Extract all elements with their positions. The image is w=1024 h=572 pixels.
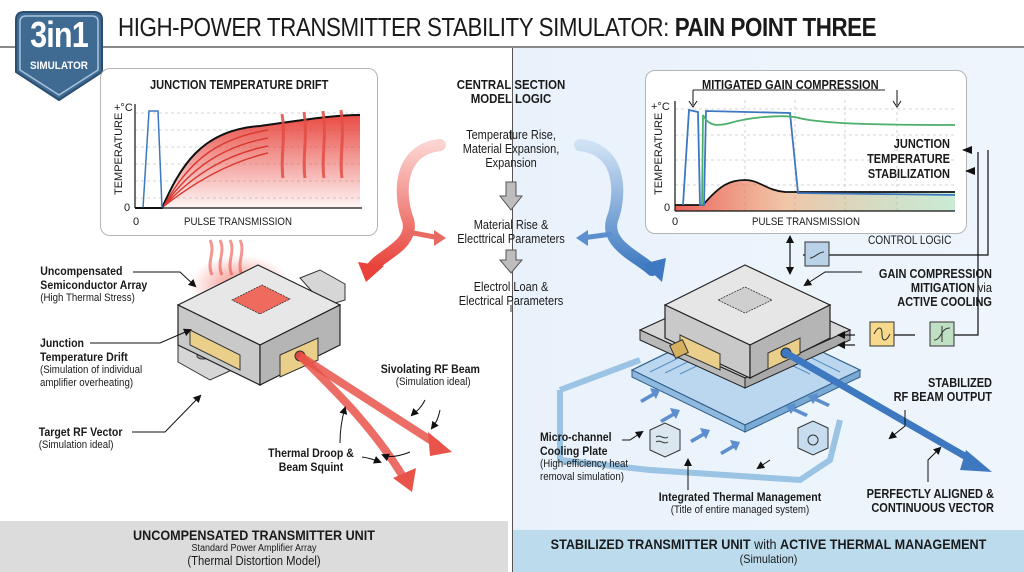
stab-1: STABILIZED [928,376,992,390]
drift-title-2: Temperature Drift [39,350,128,364]
center-step-1: Temperature Rise, Material Expansion, Ex… [431,128,591,170]
left-chart [134,104,362,209]
right-y-zero: 0 [664,202,671,214]
left-x-label: PULSE TRANSMISSION [184,216,292,228]
left-x-zero: 0 [133,216,140,228]
left-footer-sub: Standard Power Amplifier Array [191,543,317,554]
center-step-3: Electrol Loan & Electrical Parameters [431,280,591,308]
aligned-2: CONTINUOUS VECTOR [871,501,994,515]
step1-line-2: Material Expansion, [462,142,560,156]
step2-line-2: Electtrical Parameters [457,232,565,246]
left-y-label: TEMPERATURE [113,112,125,195]
right-footer: STABILIZED TRANSMITTER UNIT with ACTIVE … [513,530,1024,572]
gain-2a: MITIGATION [910,281,975,295]
beam-title: Sivolating RF Beam [380,362,480,376]
rising-heat-arrows [280,109,344,179]
left-chart-title: JUNCTION TEMPERATURE DRIFT [150,77,329,92]
left-footer-title: UNCOMPENSATED TRANSMITTER UNIT [133,527,375,543]
stab-2: RF BEAM OUTPUT [893,390,992,404]
gain-3: ACTIVE COOLING [897,295,992,309]
label-gain-compression: GAIN COMPRESSION MITIGATION via ACTIVE C… [850,267,992,309]
droop-1: Thermal Droop & [268,446,354,460]
label-thermal-droop: Thermal Droop & Beam Squint [256,446,366,474]
droop-2: Beam Squint [278,460,344,474]
label-cooling-plate: Micro-channel Cooling Plate (High-effici… [534,430,634,484]
itm-sub: (Title of entire managed system) [670,504,810,516]
center-title-1: CENTRAL SECTION [456,77,566,92]
step2-line-1: Material Rise & [473,218,549,232]
label-stabilized-beam: STABILIZED RF BEAM OUTPUT [862,376,992,404]
drift-title-1: Junction [39,336,84,350]
array-title-1: Uncompensated [40,264,123,278]
label-junction-drift: Junction Temperature Drift (Simulation o… [33,336,149,390]
label-sivolating-beam: Sivolating RF Beam (Simulation ideal) [374,362,487,389]
stabilization-annotation: JUNCTION TEMPERATURE STABILIZATION [830,137,950,182]
beam-sub: (Simulation ideal) [395,376,471,388]
drift-sub-1: (Simulation of individual [39,364,143,376]
right-chart-title: MITIGATED GAIN COMPRESSION [702,77,879,92]
right-x-label: PULSE TRANSMISSION [752,216,860,228]
left-temperature-curve [135,114,361,209]
drift-sub-2: amplifier overheating) [39,377,134,389]
center-logic: CENTRAL SECTION MODEL LOGIC [431,78,591,106]
cool-sub-2: removal simulation) [540,471,624,483]
step1-line-3: Expansion [485,156,537,170]
cool-title-2: Cooling Plate [540,444,608,458]
right-footer-sub: (Simulation) [739,552,798,566]
right-gain-line [701,114,956,206]
right-footer-title-c: ACTIVE THERMAL MANAGEMENT [780,536,987,552]
right-x-zero: 0 [672,216,679,228]
stab-line-3: STABILIZATION [867,167,950,181]
gain-2: MITIGATION via [867,281,992,295]
label-integrated-thermal: Integrated Thermal Management (Title of … [640,490,840,517]
logo-big-text: 3in1 [30,14,89,55]
aligned-1: PERFECTLY ALIGNED & [866,487,994,501]
step1-line-1: Temperature Rise, [466,128,556,142]
step3-line-2: Electrical Parameters [458,294,564,308]
right-footer-title-b: with [750,536,781,552]
right-temperature-curve [675,179,955,206]
shield-icon [15,11,103,102]
logo-badge: 3in1 SIMULATOR [14,10,104,102]
stab-line-2: TEMPERATURE [867,152,950,166]
left-heat-area [162,115,360,208]
label-perfectly-aligned: PERFECTLY ALIGNED & CONTINUOUS VECTOR [842,487,994,515]
center-title-2: MODEL LOGIC [470,91,552,106]
gain-1: GAIN COMPRESSION [878,267,992,281]
stab-line-1: JUNCTION [893,137,950,151]
cool-title-1: Micro-channel [540,430,612,444]
left-footer: UNCOMPENSATED TRANSMITTER UNIT Standard … [0,521,508,572]
logo-small-text: SIMULATOR [30,60,88,72]
right-y-label: TEMPERATURE [653,112,665,195]
title-regular: HIGH-POWER TRANSMITTER STABILITY SIMULAT… [118,12,675,42]
page-title: HIGH-POWER TRANSMITTER STABILITY SIMULAT… [118,12,877,43]
label-target-rf-vector: Target RF Vector (Simulation ideal) [33,425,128,452]
right-chart [674,89,956,212]
left-pulse-line [142,110,163,209]
title-bold: PAIN POINT THREE [674,12,877,42]
left-y-zero: 0 [124,202,131,214]
cool-sub-1: (High-efficiency heat [540,458,629,470]
left-footer-sub2: (Thermal Distortion Model) [187,554,321,568]
right-footer-title-a: STABILIZED TRANSMITTER UNIT [550,536,751,552]
step3-line-1: Electrol Loan & [473,280,549,294]
heat-flow-arrows [163,129,269,207]
center-step-2: Material Rise & Electtrical Parameters [431,218,591,246]
gain-2b: via [974,281,992,295]
array-title-2: Semiconductor Array [40,278,148,292]
right-pulse-line [682,108,956,206]
label-uncompensated-array: Uncompensated Semiconductor Array (High … [33,264,155,305]
left-y-top: +°C [114,102,133,114]
vector-sub: (Simulation ideal) [38,439,114,451]
itm-title: Integrated Thermal Management [658,490,822,504]
vector-title: Target RF Vector [38,425,123,439]
right-footer-title: STABILIZED TRANSMITTER UNIT with ACTIVE … [539,536,999,552]
array-sub: (High Thermal Stress) [40,292,135,304]
header-divider [0,46,1024,48]
right-y-top: +°C [651,101,670,113]
label-control-logic: CONTROL LOGIC [868,235,952,247]
